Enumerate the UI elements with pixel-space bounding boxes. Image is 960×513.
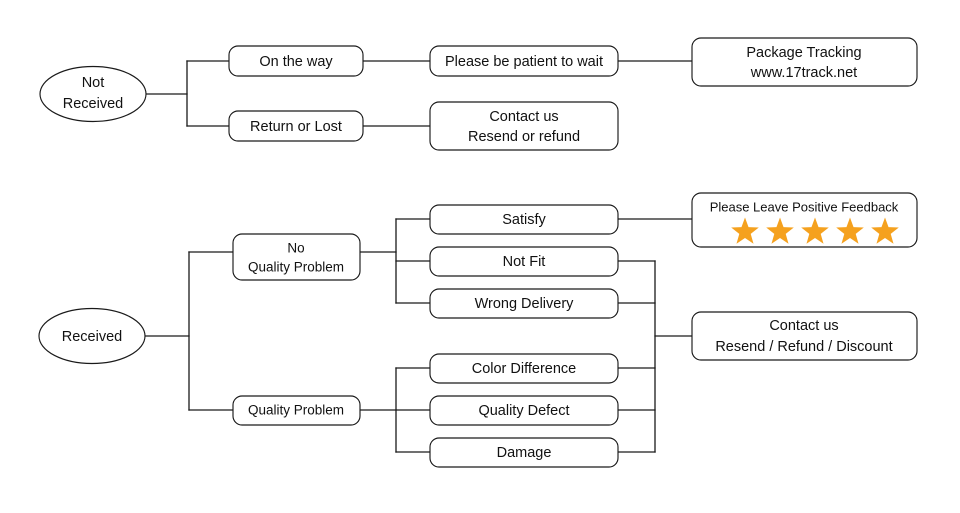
node-quality-defect[interactable]: Quality Defect: [429, 395, 619, 426]
on-the-way-label: On the way: [259, 54, 333, 70]
return-or-lost-label: Return or Lost: [250, 119, 342, 135]
quality-defect-box: [429, 395, 619, 426]
node-damage[interactable]: Damage: [429, 437, 619, 468]
star-icon[interactable]: [801, 217, 829, 244]
node-no-quality-problem[interactable]: No Quality Problem: [232, 233, 361, 281]
connector-group-received: [144, 218, 693, 453]
node-positive-feedback[interactable]: Please Leave Positive Feedback: [691, 192, 918, 248]
not-received-ellipse: [39, 65, 147, 123]
node-package-tracking[interactable]: Package Tracking www.17track.net: [691, 37, 918, 87]
on-the-way-box: [228, 45, 364, 77]
node-on-the-way[interactable]: On the way: [228, 45, 364, 77]
node-satisfy[interactable]: Satisfy: [429, 204, 619, 235]
positive-feedback-label: Please Leave Positive Feedback: [710, 199, 899, 214]
node-not-fit[interactable]: Not Fit: [429, 246, 619, 277]
color-difference-label: Color Difference: [472, 361, 577, 377]
contact-us-top-label-line2: Resend or refund: [468, 129, 580, 145]
node-quality-problem[interactable]: Quality Problem: [232, 395, 361, 426]
quality-problem-label: Quality Problem: [248, 403, 344, 418]
color-difference-box: [429, 353, 619, 384]
node-contact-us-bottom[interactable]: Contact us Resend / Refund / Discount: [691, 311, 918, 361]
star-icon[interactable]: [731, 217, 759, 244]
contact-us-bottom-label-line2: Resend / Refund / Discount: [715, 339, 892, 355]
contact-us-top-label-line1: Contact us: [489, 109, 558, 125]
star-icon[interactable]: [871, 217, 899, 244]
satisfy-box: [429, 204, 619, 235]
no-quality-problem-label-line1: No: [287, 241, 304, 256]
quality-defect-label: Quality Defect: [478, 403, 569, 419]
node-not-received[interactable]: Not Received: [39, 65, 147, 123]
node-contact-us-top[interactable]: Contact us Resend or refund: [429, 101, 619, 151]
package-tracking-label-line1: Package Tracking: [746, 45, 861, 61]
not-received-label-line1: Not: [82, 75, 105, 91]
no-quality-problem-label-line2: Quality Problem: [248, 260, 344, 275]
star-icon[interactable]: [766, 217, 794, 244]
node-please-be-patient[interactable]: Please be patient to wait: [429, 45, 619, 77]
star-icon[interactable]: [836, 217, 864, 244]
received-label: Received: [62, 329, 122, 345]
damage-label: Damage: [497, 445, 552, 461]
no-quality-problem-box: [232, 233, 361, 281]
damage-box: [429, 437, 619, 468]
not-received-label-line2: Received: [63, 96, 123, 112]
please-be-patient-label: Please be patient to wait: [445, 54, 603, 70]
please-be-patient-box: [429, 45, 619, 77]
node-return-or-lost[interactable]: Return or Lost: [228, 110, 364, 142]
satisfy-label: Satisfy: [502, 212, 546, 228]
not-fit-box: [429, 246, 619, 277]
package-tracking-box: [691, 37, 918, 87]
package-tracking-label-line2: www.17track.net: [750, 65, 857, 81]
quality-problem-box: [232, 395, 361, 426]
star-rating[interactable]: [731, 217, 899, 244]
connector-group-not-received: [145, 60, 693, 127]
node-color-difference[interactable]: Color Difference: [429, 353, 619, 384]
not-fit-label: Not Fit: [503, 254, 546, 270]
contact-us-bottom-box: [691, 311, 918, 361]
node-wrong-delivery[interactable]: Wrong Delivery: [429, 288, 619, 319]
contact-us-bottom-label-line1: Contact us: [769, 318, 838, 334]
node-received[interactable]: Received: [38, 307, 146, 365]
wrong-delivery-label: Wrong Delivery: [475, 296, 575, 312]
received-ellipse: [38, 307, 146, 365]
return-or-lost-box: [228, 110, 364, 142]
contact-us-top-box: [429, 101, 619, 151]
wrong-delivery-box: [429, 288, 619, 319]
